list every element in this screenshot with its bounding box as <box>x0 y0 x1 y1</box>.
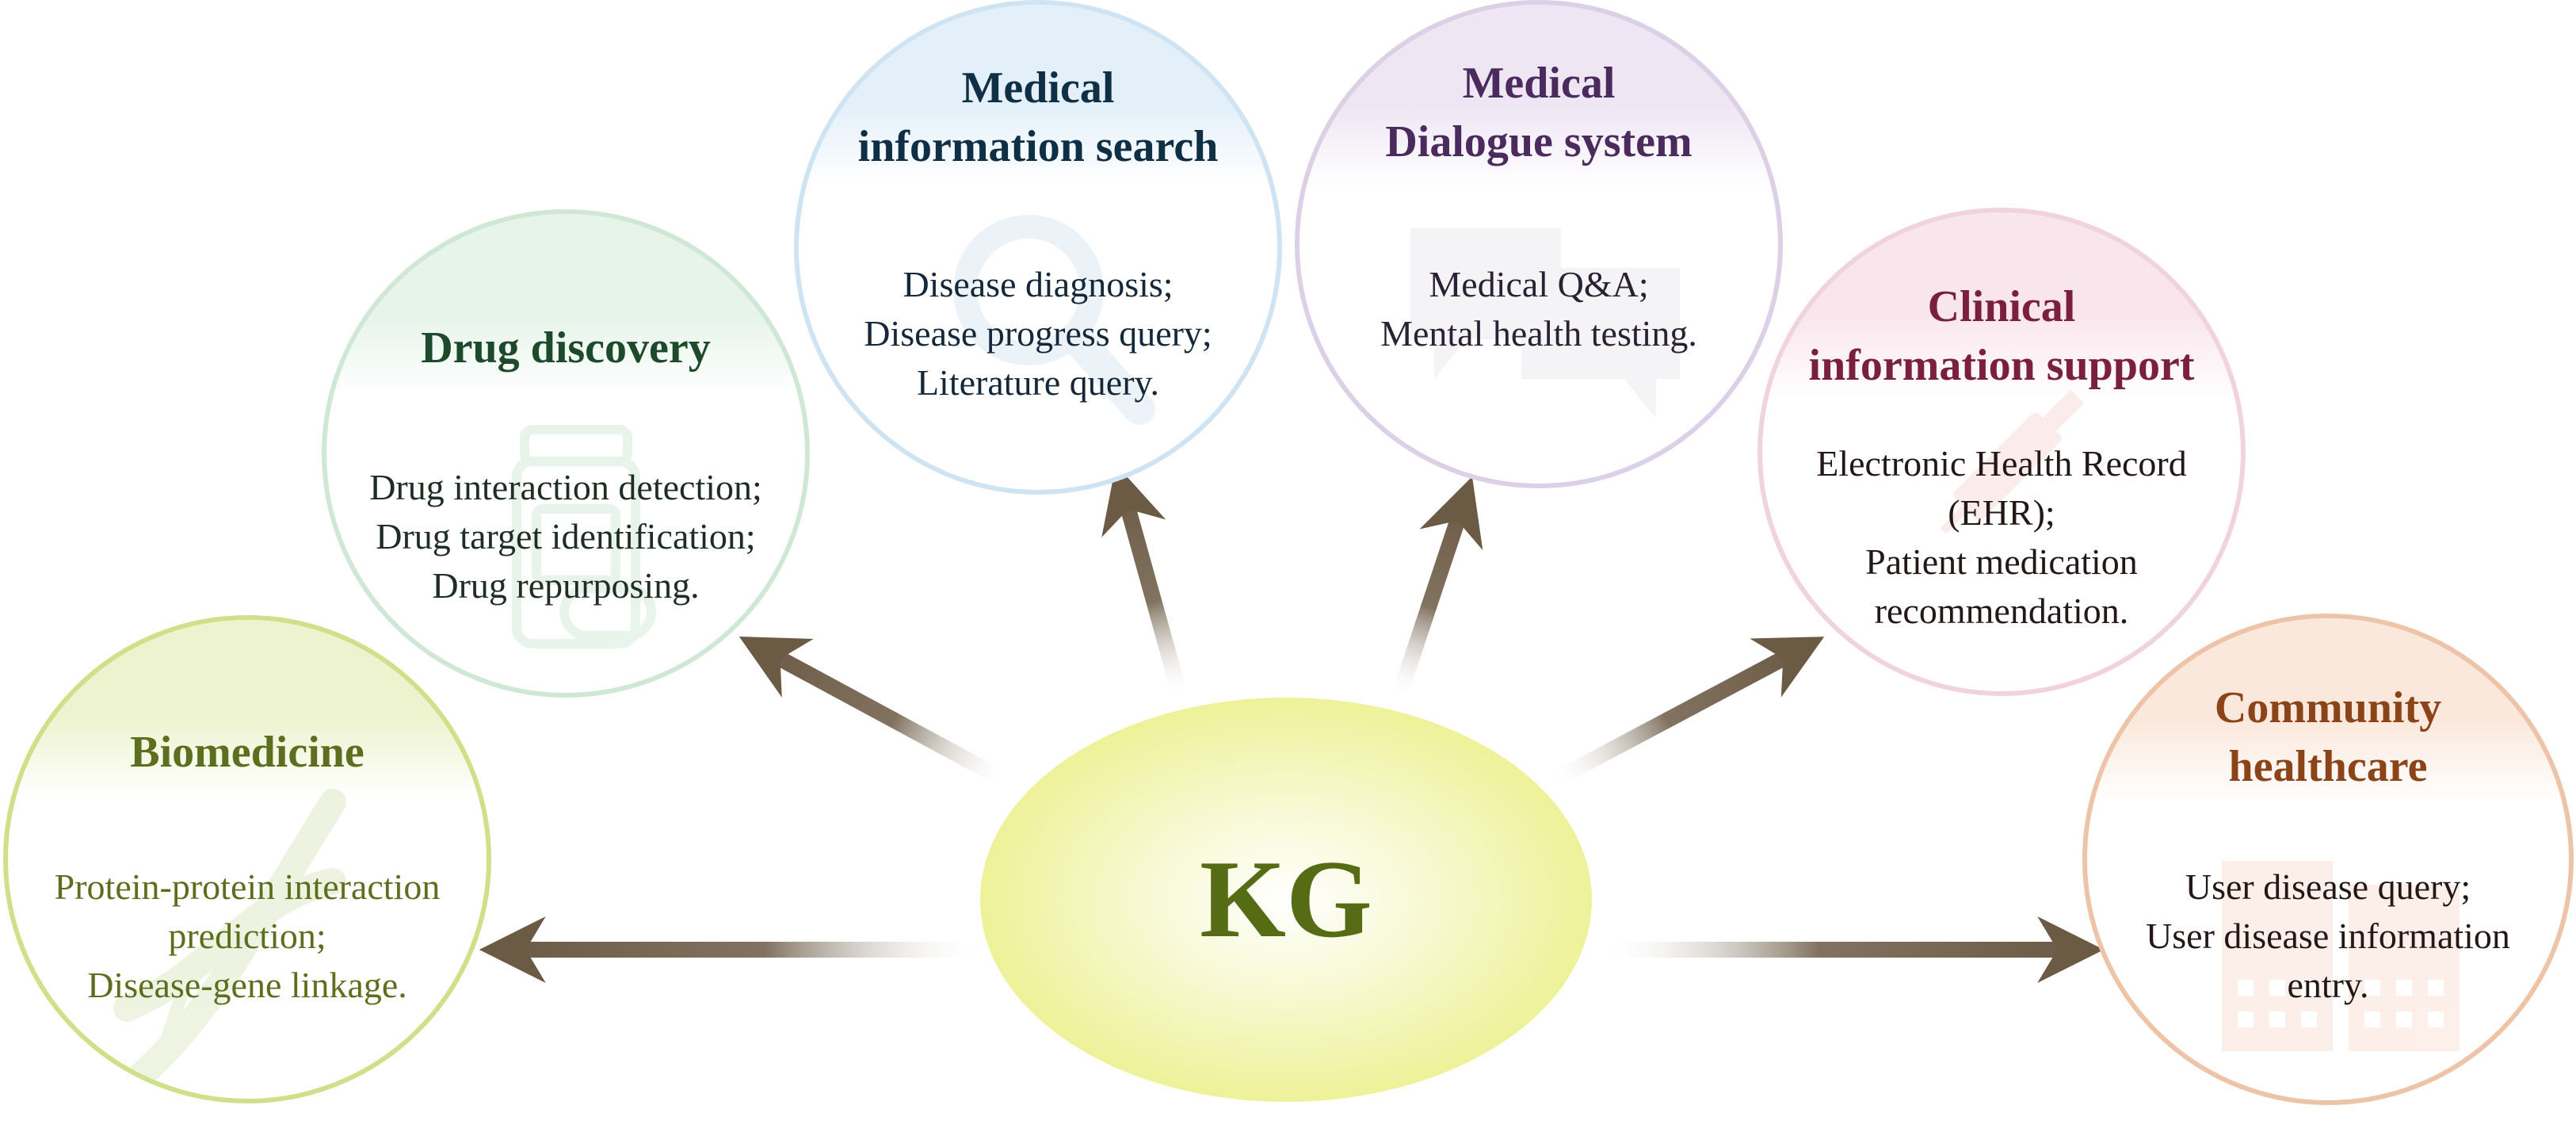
item: Literature query. <box>916 362 1160 403</box>
item: entry. <box>2287 965 2369 1005</box>
header-band <box>1762 212 2241 400</box>
item: Drug repurposing. <box>432 565 700 606</box>
header-band <box>2087 618 2569 802</box>
item: Electronic Health Record <box>1816 443 2187 484</box>
item: prediction; <box>168 916 326 956</box>
node-clinical-information-support: Clinical information support Electronic … <box>1757 208 2246 696</box>
item: User disease information <box>2146 916 2510 956</box>
node-items: Drug interaction detection; Drug target … <box>326 463 805 610</box>
node-title: Community healthcare <box>2214 683 2442 791</box>
item: Disease diagnosis; <box>903 264 1174 304</box>
arrow-to-dialogue <box>1391 476 1483 701</box>
magnifier-icon <box>953 215 1155 425</box>
kg-label: KG <box>1200 838 1372 961</box>
chat-bubbles-icon <box>1410 228 1680 419</box>
node-title: Medical Dialogue system <box>1385 59 1693 166</box>
node-items: User disease query; User disease informa… <box>2087 862 2569 1010</box>
item: Patient medication <box>1865 541 2138 582</box>
buildings-icon <box>2222 861 2460 1051</box>
pill-bottle-icon <box>512 425 656 648</box>
arrow-to-drug-discovery <box>738 637 1010 788</box>
node-title: Biomedicine <box>130 728 364 777</box>
kg-center-node: KG <box>980 698 1592 1102</box>
item: Disease progress query; <box>864 313 1212 354</box>
item: Mental health testing. <box>1380 313 1697 354</box>
node-items: Disease diagnosis; Disease progress quer… <box>799 260 1277 407</box>
item: Drug target identification; <box>376 516 756 556</box>
node-items: Electronic Health Record (EHR); Patient … <box>1762 439 2241 636</box>
header-band <box>799 5 1277 187</box>
node-medical-dialogue-system: Medical Dialogue system Medical Q&A; Men… <box>1295 0 1783 488</box>
syringe-icon <box>1940 389 2085 534</box>
node-items: Protein-protein interaction prediction; … <box>8 862 487 1010</box>
header-band <box>326 214 805 396</box>
item: (EHR); <box>1948 492 2055 533</box>
item: recommendation. <box>1874 591 2129 631</box>
item: Protein-protein interaction <box>54 866 441 907</box>
node-title: Drug discovery <box>421 323 711 373</box>
arrow-to-clinical <box>1549 637 1825 788</box>
header-band <box>1299 5 1778 187</box>
node-title: Medical information search <box>857 63 1219 171</box>
item: Disease-gene linkage. <box>87 965 407 1005</box>
node-items: Medical Q&A; Mental health testing. <box>1299 260 1778 358</box>
item: Drug interaction detection; <box>369 467 762 507</box>
node-biomedicine: Biomedicine Protein-protein interaction … <box>3 615 491 1103</box>
arrow-to-medical-search <box>1101 464 1189 700</box>
item: Medical Q&A; <box>1429 264 1649 304</box>
dna-icon <box>113 789 346 1099</box>
node-medical-information-search: Medical information search Disease diagn… <box>794 0 1282 495</box>
item: User disease query; <box>2185 866 2471 907</box>
header-band <box>8 620 487 799</box>
node-community-healthcare: Community healthcare User disease query;… <box>2082 614 2574 1105</box>
node-title: Clinical information support <box>1808 282 2195 390</box>
node-drug-discovery: Drug discovery Drug interaction detectio… <box>322 209 810 698</box>
